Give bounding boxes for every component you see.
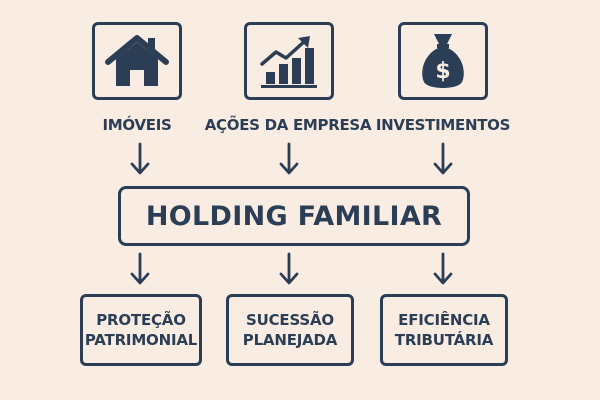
arrow-down-icon (279, 252, 299, 285)
arrow-down-icon (433, 142, 453, 175)
outcome-line: TRIBUTÁRIA (394, 331, 494, 349)
investimentos-icon-box: $ (398, 22, 488, 100)
arrow-down-icon (130, 142, 150, 175)
source-label-imoveis: IMÓVEIS (102, 116, 172, 134)
outcome-protecao-box: PROTEÇÃO PATRIMONIAL (80, 294, 202, 366)
outcome-sucessao-box: SUCESSÃO PLANEJADA (226, 294, 354, 366)
arrow-down-icon (279, 142, 299, 175)
growth-chart-icon (260, 36, 317, 88)
money-bag-icon: $ (422, 34, 464, 88)
outcome-line: EFICIÊNCIA (398, 311, 490, 329)
outcome-line: PLANEJADA (242, 331, 338, 349)
outcome-line: PATRIMONIAL (84, 331, 198, 349)
acoes-icon-box (244, 22, 334, 100)
outcome-line: SUCESSÃO (246, 311, 334, 329)
dollar-sign: $ (435, 59, 450, 84)
outcome-eficiencia-box: EFICIÊNCIA TRIBUTÁRIA (380, 294, 508, 366)
source-label-investimentos: INVESTIMENTOS (375, 116, 511, 134)
arrow-down-icon (130, 252, 150, 285)
outcome-line: PROTEÇÃO (96, 311, 186, 329)
imoveis-icon-box (92, 22, 182, 100)
source-label-acoes: AÇÕES DA EMPRESA (204, 116, 372, 134)
holding-familiar-box: HOLDING FAMILIAR (118, 186, 470, 246)
arrow-down-icon (433, 252, 453, 285)
house-icon (105, 35, 169, 86)
